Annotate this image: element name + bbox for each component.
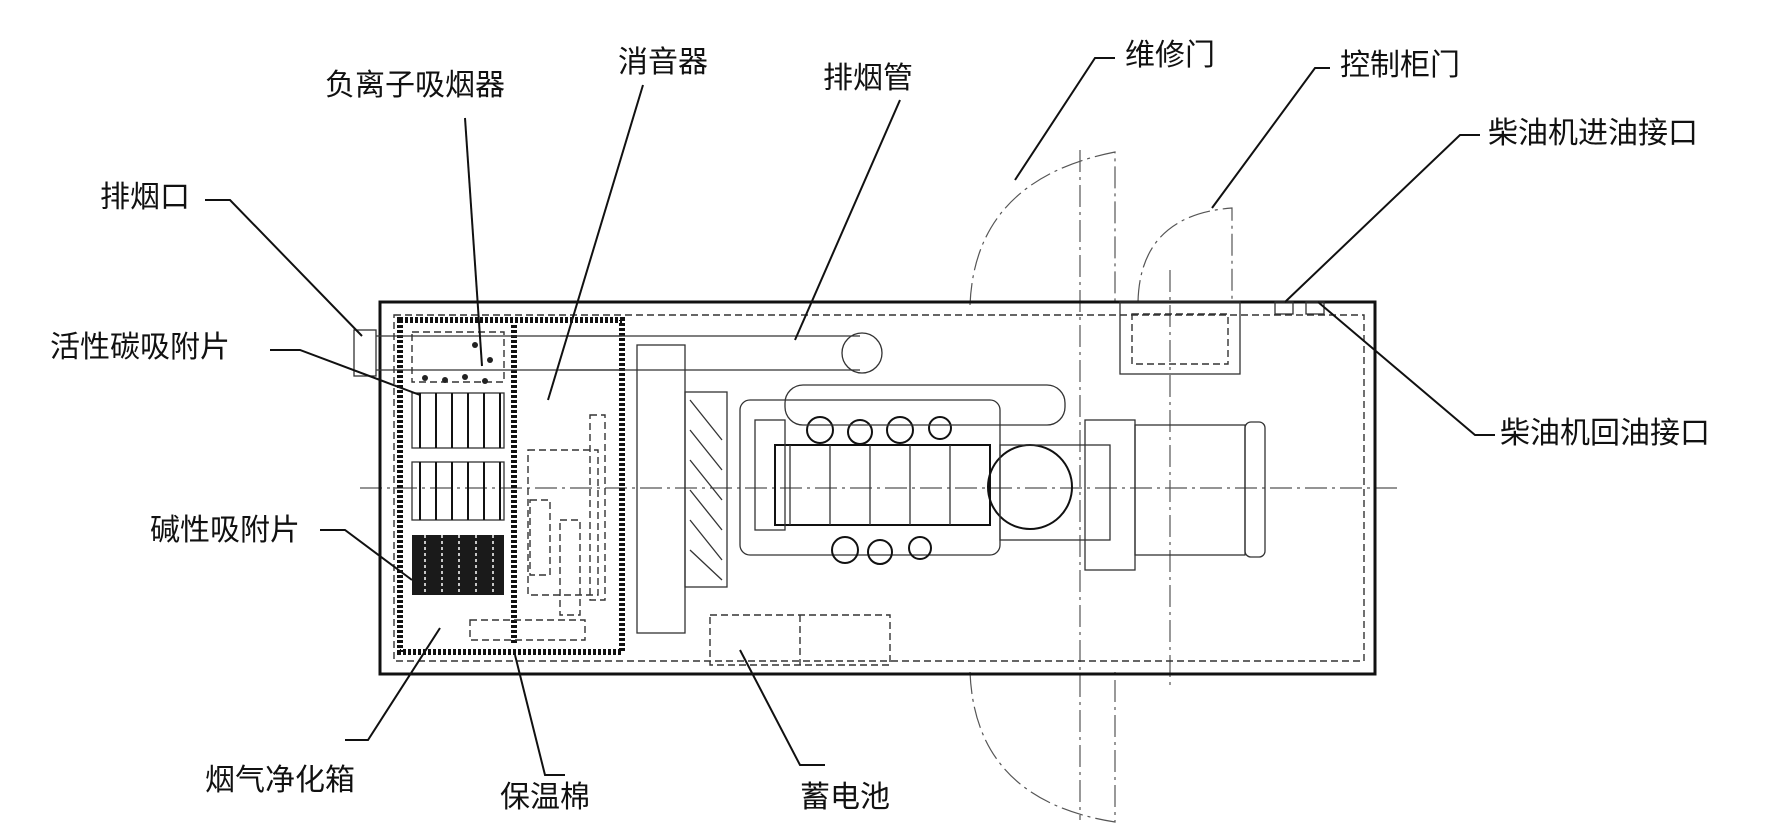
radiator-fins: [689, 399, 723, 581]
oil-inlet-connector: [1274, 301, 1294, 315]
leader-insulation: [514, 654, 565, 776]
leader-exhaust-port: [205, 199, 363, 337]
exhaust-pipe-elbow: [841, 332, 883, 374]
leader-battery: [739, 649, 825, 766]
leader-purification-box: [345, 627, 441, 741]
control-cabinet-inner: [1131, 313, 1229, 365]
label-alkaline-sheet: 碱性吸附片: [150, 513, 300, 548]
container-inner-dashed: [393, 314, 1365, 662]
leader-exhaust-pipe: [794, 99, 901, 341]
radiator-fan: [684, 391, 728, 588]
silencer-body: [527, 449, 599, 596]
negative-ion-chamber: [411, 331, 505, 383]
label-diesel-oil-return: 柴油机回油接口: [1500, 416, 1710, 451]
label-insulation-cotton: 保温棉: [500, 780, 590, 815]
control-cabinet: [1119, 301, 1241, 375]
negative-ion-dots: [422, 342, 493, 384]
leader-control-door: [1211, 67, 1330, 209]
label-control-cabinet-door: 控制柜门: [1340, 48, 1460, 83]
leader-alkaline: [320, 529, 413, 581]
maintenance-door-arc-bottom: [969, 671, 1116, 823]
control-cabinet-door-arc: [1137, 207, 1233, 303]
maintenance-door-arc-top: [969, 151, 1116, 306]
exhaust-port: [353, 329, 377, 377]
engine-detail: [754, 384, 1066, 565]
label-battery: 蓄电池: [800, 780, 890, 815]
label-negative-ion-absorber: 负离子吸烟器: [325, 68, 505, 103]
silencer-outlet-pipe: [469, 619, 586, 641]
leader-oil-return: [1317, 301, 1495, 436]
label-maintenance-door: 维修门: [1125, 38, 1215, 73]
container-outline: [378, 300, 1377, 676]
leader-activated-carbon: [270, 349, 421, 396]
label-diesel-oil-inlet: 柴油机进油接口: [1488, 116, 1698, 151]
alkaline-sheets: [412, 535, 504, 595]
exhaust-port-pipe: [376, 335, 622, 371]
label-activated-carbon-sheet: 活性碳吸附片: [50, 330, 230, 365]
leader-negative-ion: [464, 117, 483, 367]
exhaust-pipe: [560, 335, 860, 371]
generator-adapter: [999, 444, 1111, 541]
generator-housing: [1134, 424, 1246, 556]
engine-cylinder-head: [774, 444, 991, 526]
leader-maintenance-door: [1014, 57, 1115, 181]
activated-carbon-sheets: [411, 392, 505, 521]
label-silencer: 消音器: [618, 45, 708, 80]
label-exhaust-port: 排烟口: [100, 180, 190, 215]
label-exhaust-pipe: 排烟管: [823, 61, 913, 96]
alkaline-sheets-grid: [424, 535, 494, 595]
label-smoke-purification-box: 烟气净化箱: [205, 763, 355, 798]
leader-silencer: [547, 84, 644, 401]
generator-end-cap: [1244, 421, 1266, 558]
silencer-baffle-1: [529, 499, 551, 576]
leader-oil-inlet: [1284, 134, 1480, 303]
radiator-frame: [636, 344, 686, 634]
purification-box-wall: [397, 317, 625, 655]
silencer-baffle-2: [559, 519, 581, 616]
